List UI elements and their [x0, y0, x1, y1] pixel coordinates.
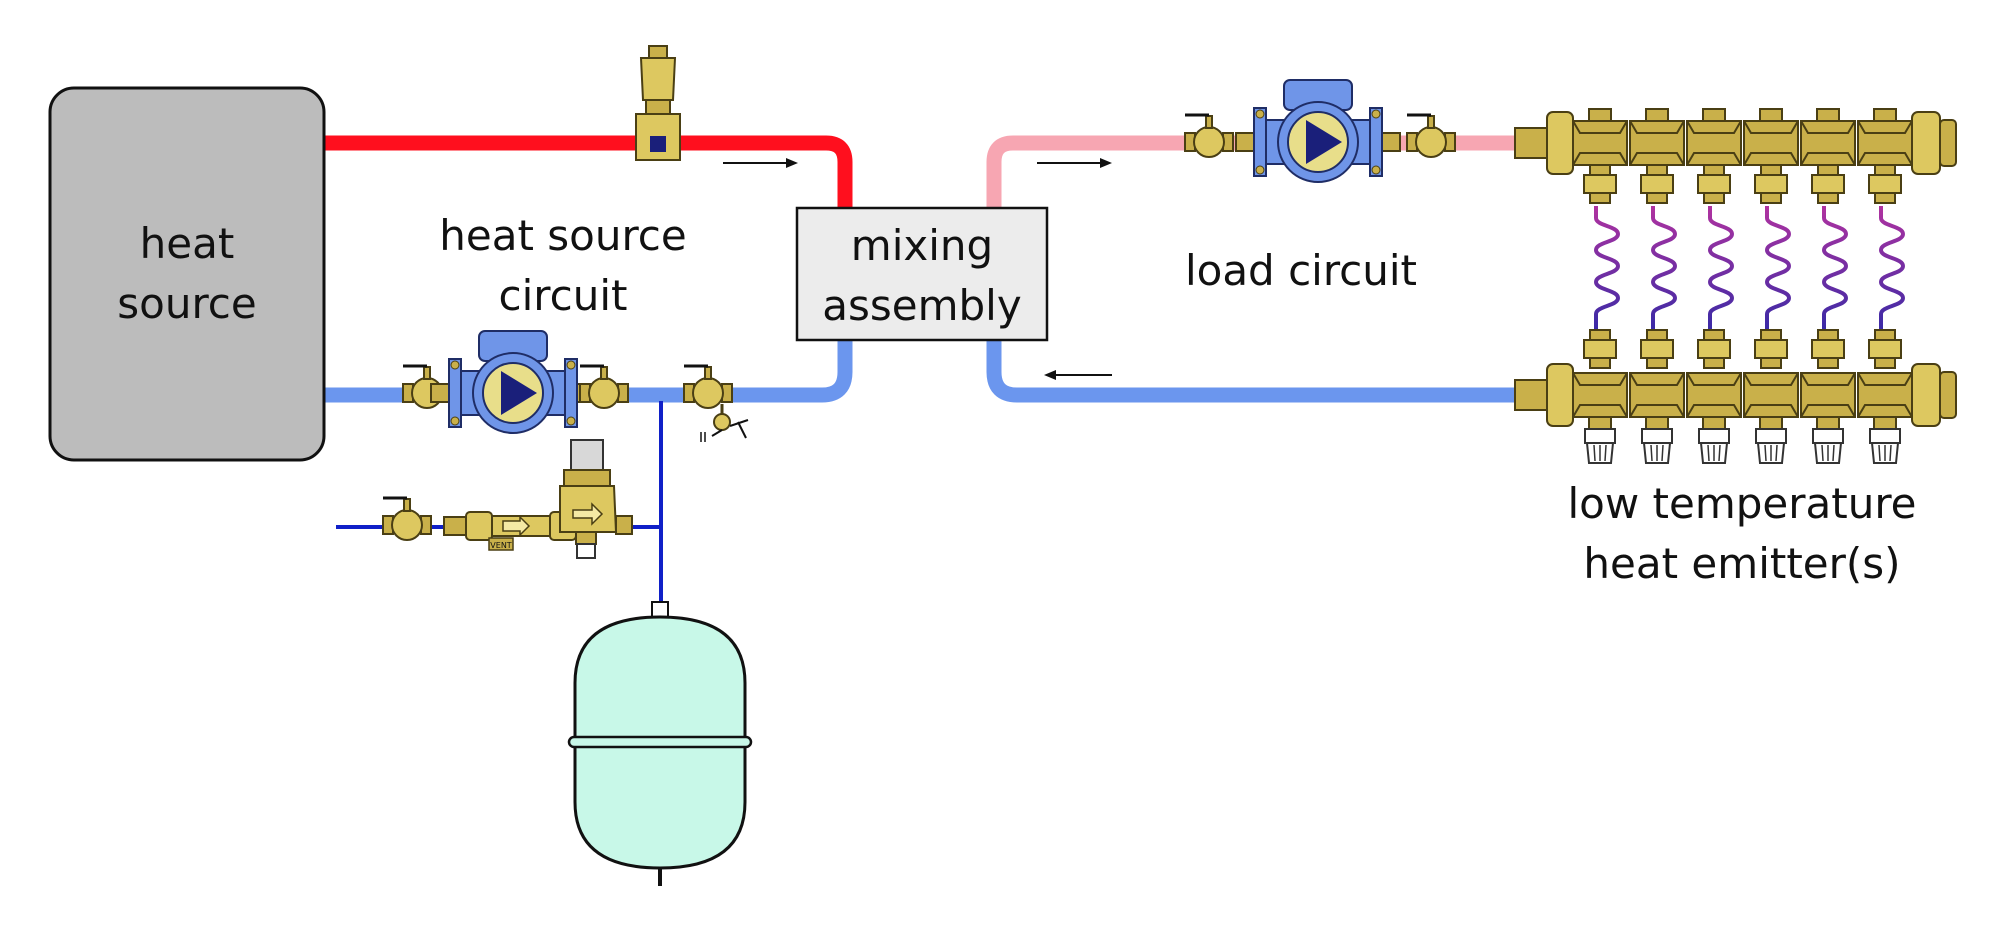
pump-icon: [1235, 79, 1401, 183]
emitter-loop: [1708, 204, 1734, 332]
emitter-label-line2: heat emitter(s): [1583, 539, 1900, 588]
flow-arrow-icon: [723, 158, 798, 168]
mixing-label-line2: assembly: [822, 281, 1021, 330]
pressure-reducing-valve-icon: [559, 439, 633, 559]
emitter-loop: [1651, 204, 1677, 332]
flow-arrow-icon: [1037, 158, 1112, 168]
load-return-pipe: [986, 340, 1515, 403]
mixing-assembly-box: [795, 206, 1049, 342]
isolation-valve-icon: [1183, 113, 1235, 159]
heat-source-return-pipe: [325, 340, 853, 403]
vent-tag: VENT: [490, 541, 512, 550]
pressure-relief-valve-icon: [700, 404, 749, 442]
emitter-loop: [1822, 204, 1848, 332]
hot-supply-pipe: [325, 135, 853, 208]
emitter-loop: [1594, 204, 1620, 332]
isolation-valve-icon: [682, 364, 734, 410]
mixing-label-line1: mixing: [851, 221, 993, 270]
emitter-tubing-loops: [1594, 204, 1905, 332]
load-supply-pipe: [986, 135, 1515, 208]
air-vent-icon: [635, 45, 681, 161]
emitter-loop: [1879, 204, 1905, 332]
heat-source-label-line1: heat: [140, 219, 235, 268]
isolation-valve-icon: [578, 364, 630, 410]
heat-source-circuit-label-line2: circuit: [499, 271, 628, 320]
flow-arrow-icon: [1044, 370, 1112, 380]
return-manifold-icon: [1514, 329, 1957, 464]
emitter-label-line1: low temperature: [1567, 479, 1916, 528]
pump-icon: [430, 330, 596, 434]
heat-source-box: [48, 86, 326, 462]
isolation-valve-icon: [381, 496, 433, 542]
load-circuit-label: load circuit: [1185, 246, 1417, 295]
backflow-preventer-icon: VENT: [443, 511, 577, 551]
supply-manifold-icon: [1514, 108, 1957, 204]
heat-source-circuit-label-line1: heat source: [439, 211, 687, 260]
heat-source-label-line2: source: [117, 279, 256, 328]
expansion-tank-icon: [567, 601, 753, 886]
emitter-loop: [1765, 204, 1791, 332]
isolation-valve-icon: [1405, 113, 1457, 159]
